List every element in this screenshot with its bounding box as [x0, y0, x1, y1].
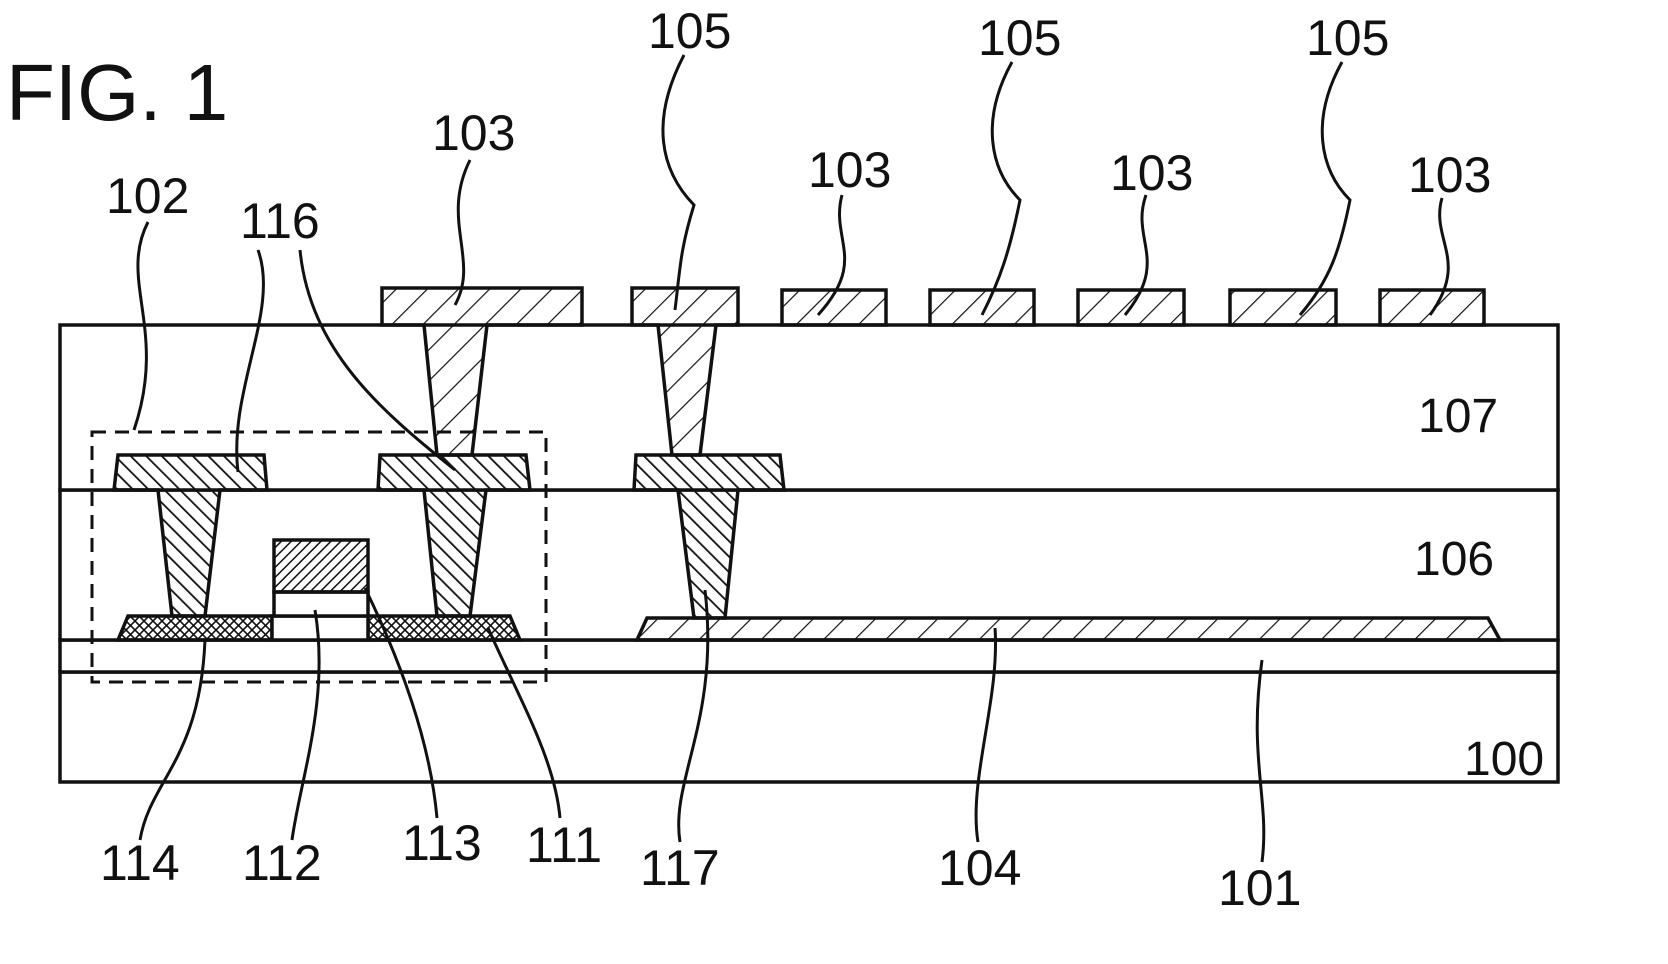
- label-103-c: 103: [1110, 145, 1193, 201]
- label-103-d: 103: [1408, 147, 1491, 203]
- label-104: 104: [938, 840, 1021, 896]
- label-105-a: 105: [648, 3, 731, 59]
- label-103-b: 103: [808, 142, 891, 198]
- label-116: 116: [240, 193, 320, 249]
- label-105-b: 105: [978, 10, 1061, 66]
- label-113: 113: [402, 815, 482, 871]
- bottom-electrode-104: [637, 618, 1500, 640]
- semiconductor-region-114: [118, 616, 272, 640]
- label-101: 101: [1218, 860, 1301, 916]
- gate-insulator-112: [274, 592, 368, 616]
- gate-electrode-113: [274, 540, 368, 592]
- label-102: 102: [106, 168, 189, 224]
- label-103-a: 103: [432, 105, 515, 161]
- label-112: 112: [242, 835, 322, 891]
- semiconductor-region-111: [368, 616, 520, 640]
- label-105-c: 105: [1306, 10, 1389, 66]
- insulating-layer-107: [60, 325, 1558, 490]
- label-117: 117: [640, 840, 720, 896]
- label-100: 100: [1464, 733, 1544, 786]
- top-electrode-105-strip-2: [1230, 290, 1336, 325]
- channel-region: [272, 616, 368, 640]
- top-electrode-103-strip-3: [1380, 290, 1484, 325]
- label-114: 114: [100, 835, 180, 891]
- leader-line-103-large: [455, 160, 470, 305]
- leader-line-105-b: [982, 62, 1020, 315]
- label-107: 107: [1418, 390, 1498, 443]
- figure-title: FIG. 1: [6, 48, 228, 137]
- leader-line-105-a: [663, 55, 694, 310]
- top-electrode-105-strip-1: [930, 290, 1034, 325]
- leader-line-105-c: [1300, 62, 1350, 315]
- base-film-101: [60, 640, 1558, 672]
- substrate-100: [60, 672, 1558, 782]
- label-111: 111: [526, 817, 602, 873]
- label-106: 106: [1414, 533, 1494, 586]
